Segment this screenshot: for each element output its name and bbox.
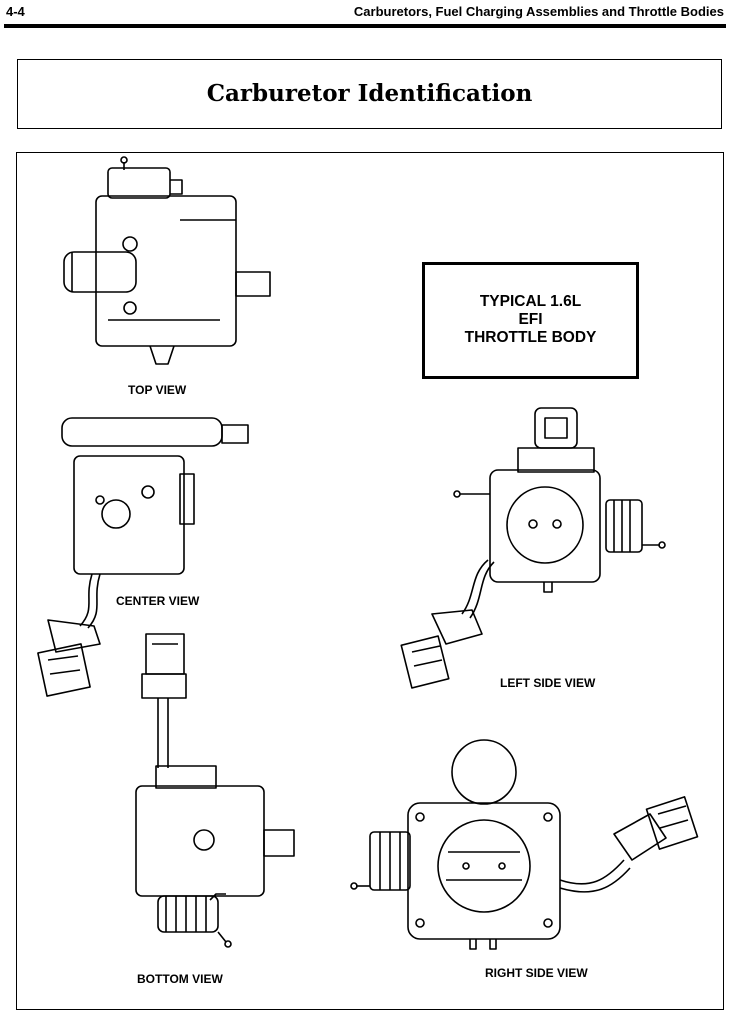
left-side-view-drawing xyxy=(400,407,666,689)
efi-caption: TYPICAL 1.6L EFI THROTTLE BODY xyxy=(425,293,636,347)
page-title: Carburetor Identification xyxy=(206,80,533,107)
left-side-view-label: LEFT SIDE VIEW xyxy=(500,676,596,690)
header-rule xyxy=(4,24,726,28)
center-view-drawing xyxy=(37,417,249,697)
efi-caption-line-2: EFI xyxy=(518,311,543,328)
page-number: 4-4 xyxy=(6,4,25,19)
center-view-label: CENTER VIEW xyxy=(116,594,200,608)
top-view-label: TOP VIEW xyxy=(128,383,187,397)
efi-caption-box: TYPICAL 1.6L EFI THROTTLE BODY xyxy=(422,262,639,379)
top-view-drawing xyxy=(63,156,271,365)
section-title: Carburetors, Fuel Charging Assemblies an… xyxy=(353,4,724,19)
title-box: Carburetor Identification xyxy=(17,59,722,129)
figure-frame xyxy=(16,152,724,1010)
bottom-view-label: BOTTOM VIEW xyxy=(137,972,223,986)
bottom-view-drawing xyxy=(135,633,295,948)
right-side-view-label: RIGHT SIDE VIEW xyxy=(485,966,588,980)
efi-caption-line-1: TYPICAL 1.6L xyxy=(479,293,582,310)
right-side-view-drawing xyxy=(350,739,699,950)
efi-caption-line-3: THROTTLE BODY xyxy=(464,329,597,346)
